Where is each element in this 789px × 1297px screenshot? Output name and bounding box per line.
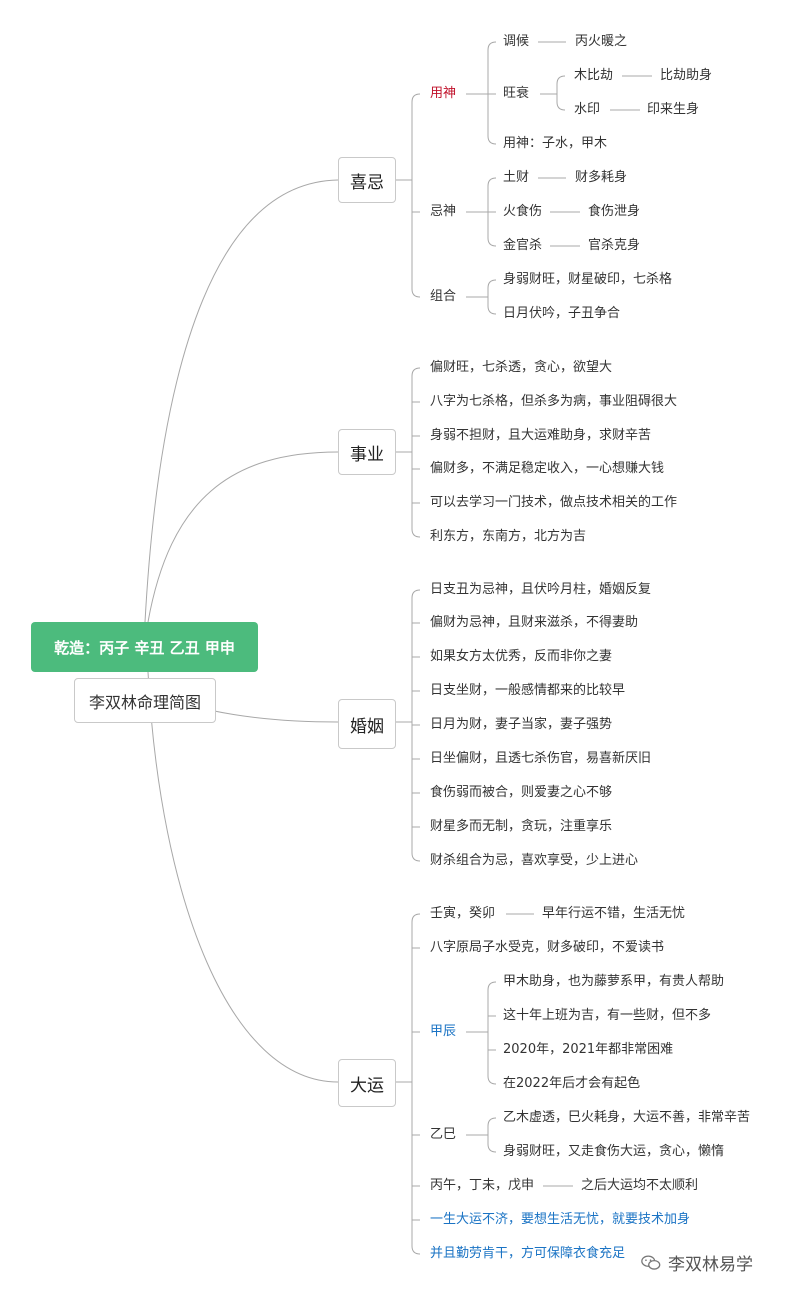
dayun-conclusion: 并且勤劳肯干，方可保障衣食充足	[430, 1246, 626, 1261]
node-huoshishang: 火食伤	[503, 204, 543, 219]
dayun-bingwu-value: 之后大运均不太顺利	[581, 1178, 699, 1193]
node-yongshen-value: 用神：子水，甲木	[503, 136, 608, 151]
dayun-jiachen-item: 这十年上班为吉，有一些财，但不多	[503, 1008, 712, 1023]
node-zuhe-item: 身弱财旺，财星破印，七杀格	[503, 272, 673, 287]
node-mubijie: 木比劫	[574, 68, 614, 83]
hunyin-item: 食伤弱而被合，则爱妻之心不够	[430, 785, 613, 800]
node-zuhe-item: 日月伏吟，子丑争合	[503, 306, 621, 321]
dayun-bingwu: 丙午，丁未，戊申	[430, 1178, 535, 1193]
node-tucai-value: 财多耗身	[575, 170, 628, 185]
dayun-renyin: 壬寅，癸卯	[430, 906, 496, 921]
hunyin-item: 日支丑为忌神，且伏吟月柱，婚姻反复	[430, 582, 652, 597]
dayun-jiachen-item: 在2022年后才会有起色	[503, 1076, 641, 1091]
wechat-icon	[641, 1254, 661, 1270]
branch-dayun: 大运	[338, 1059, 396, 1107]
node-mubijie-value: 比劫助身	[660, 68, 713, 83]
hunyin-item: 日坐偏财，且透七杀伤官，易喜新厌旧	[430, 751, 652, 766]
dayun-yuanju: 八字原局子水受克，财多破印，不爱读书	[430, 940, 665, 955]
dayun-jiachen-item: 2020年，2021年都非常困难	[503, 1042, 674, 1057]
shiye-item: 利东方，东南方，北方为吉	[430, 529, 587, 544]
hunyin-item: 财星多而无制，贪玩，注重享乐	[430, 819, 613, 834]
node-zuhe: 组合	[430, 289, 457, 304]
branch-hunyin: 婚姻	[338, 699, 396, 749]
node-jinguansha: 金官杀	[503, 238, 543, 253]
shiye-item: 八字为七杀格，但杀多为病，事业阻碍很大	[430, 394, 678, 409]
node-tucai: 土财	[503, 170, 530, 185]
hunyin-item: 如果女方太优秀，反而非你之妻	[430, 649, 613, 664]
root-node-title: 乾造：丙子 辛丑 乙丑 甲申	[31, 622, 258, 672]
shiye-item: 可以去学习一门技术，做点技术相关的工作	[430, 495, 678, 510]
node-jinguansha-value: 官杀克身	[588, 238, 641, 253]
dayun-conclusion: 一生大运不济，要想生活无忧，就要技术加身	[430, 1212, 691, 1227]
root-node-subtitle: 李双林命理简图	[74, 678, 216, 723]
hunyin-item: 财杀组合为忌，喜欢享受，少上进心	[430, 853, 639, 868]
shiye-item: 偏财旺，七杀透，贪心，欲望大	[430, 360, 613, 375]
hunyin-item: 偏财为忌神，且财来滋杀，不得妻助	[430, 615, 639, 630]
hunyin-item: 日月为财，妻子当家，妻子强势	[430, 717, 613, 732]
shiye-item: 身弱不担财，且大运难助身，求财辛苦	[430, 428, 652, 443]
hunyin-item: 日支坐财，一般感情都来的比较早	[430, 683, 626, 698]
node-tiaohou: 调候	[503, 34, 530, 49]
dayun-yisi-item: 乙木虚透，巳火耗身，大运不善，非常辛苦	[503, 1110, 751, 1125]
node-shuiyin: 水印	[574, 102, 601, 117]
branch-xiji: 喜忌	[338, 157, 396, 203]
dayun-jiachen-item: 甲木助身，也为藤萝系甲，有贵人帮助	[503, 974, 725, 989]
shiye-item: 偏财多，不满足稳定收入，一心想赚大钱	[430, 461, 665, 476]
dayun-renyin-value: 早年行运不错，生活无忧	[542, 906, 686, 921]
node-wangshuai: 旺衰	[503, 86, 530, 101]
node-yongshen: 用神	[430, 86, 457, 101]
branch-shiye: 事业	[338, 429, 396, 475]
node-huoshishang-value: 食伤泄身	[588, 204, 641, 219]
node-tiaohou-value: 丙火暖之	[575, 34, 628, 49]
dayun-yisi: 乙巳	[430, 1127, 457, 1142]
watermark-text: 李双林易学	[668, 1255, 753, 1275]
node-shuiyin-value: 印来生身	[647, 102, 700, 117]
dayun-jiachen: 甲辰	[430, 1024, 457, 1039]
watermark: 李双林易学	[640, 1250, 753, 1275]
dayun-yisi-item: 身弱财旺，又走食伤大运，贪心，懒惰	[503, 1144, 725, 1159]
node-jishen: 忌神	[430, 204, 457, 219]
